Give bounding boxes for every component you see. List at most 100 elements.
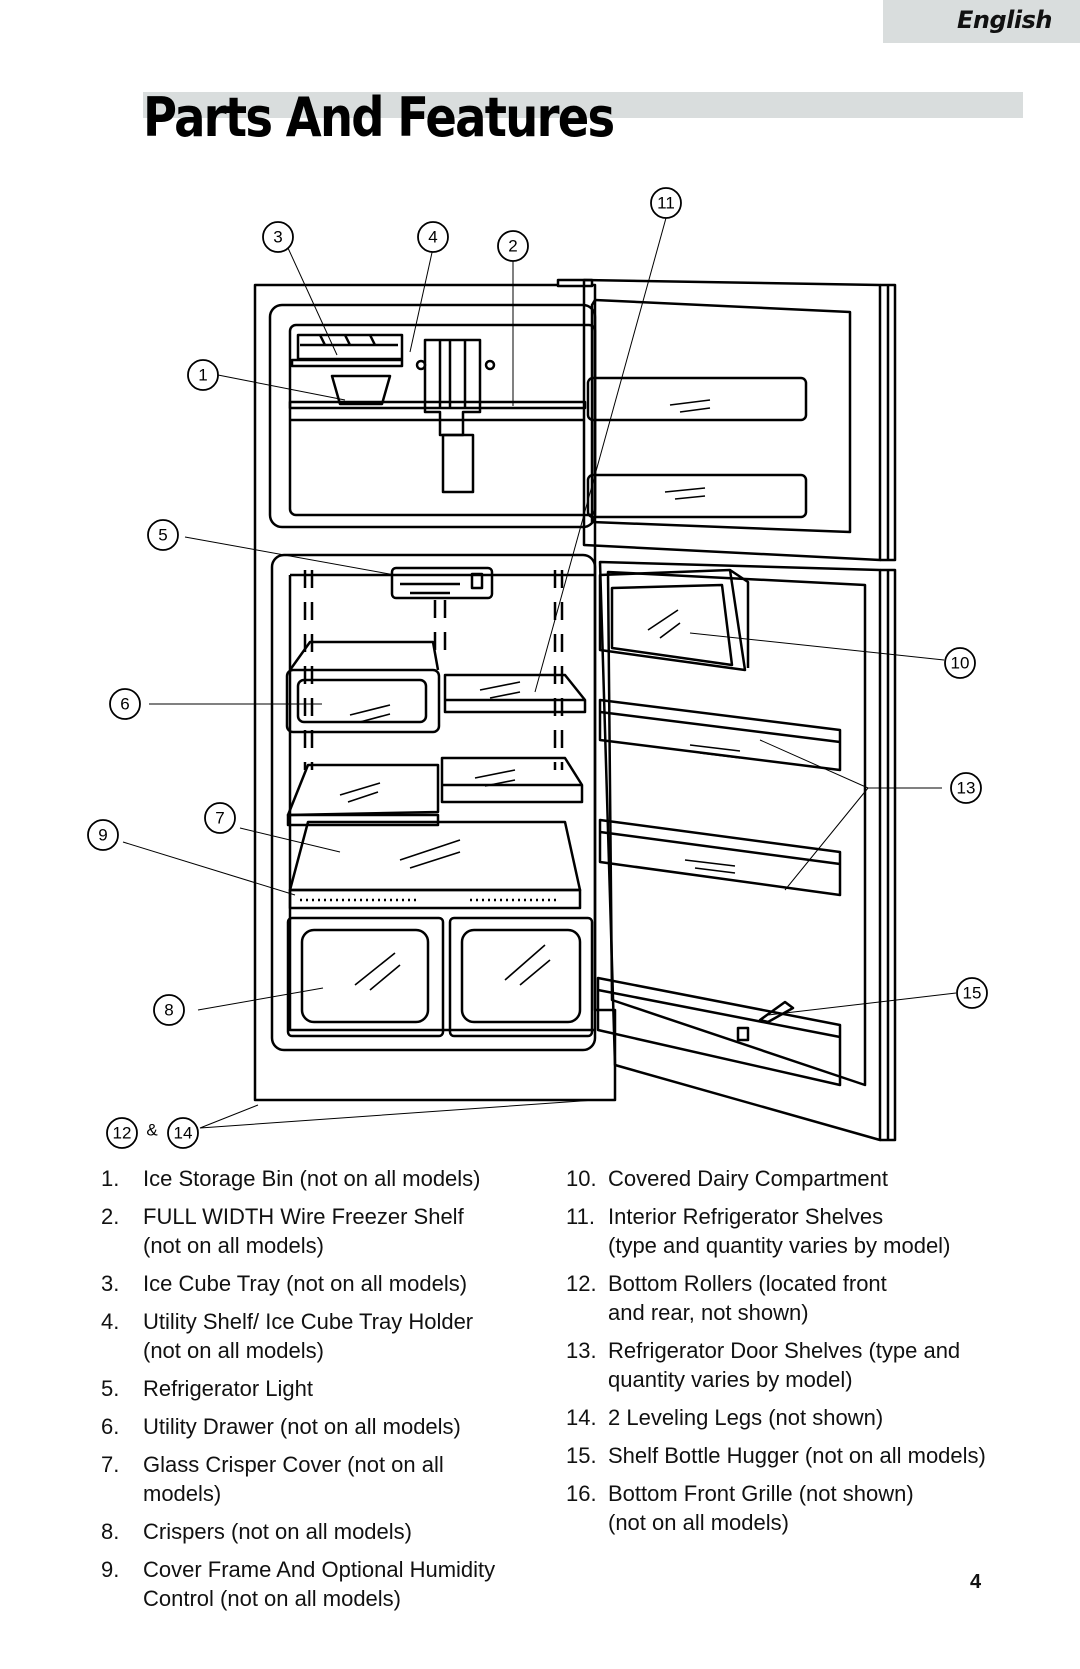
part-item: 16. Bottom Front Grille (not shown) (not o… (566, 1479, 1026, 1537)
part-number: 13. (566, 1338, 597, 1363)
utility-shelf (290, 358, 404, 368)
door-shelf-upper (598, 698, 842, 772)
part-description: FULL WIDTH Wire Freezer Shelf (143, 1204, 464, 1229)
callout-14: 14 (174, 1124, 193, 1143)
glass-shelf-upper (443, 673, 587, 714)
language-label: English (957, 6, 1052, 34)
part-number: 4. (101, 1309, 120, 1334)
part-item: 5. Refrigerator Light (101, 1374, 541, 1403)
part-item: 7. Glass Crisper Cover (not on all models) (101, 1450, 541, 1508)
part-number: 8. (101, 1519, 120, 1544)
part-description: Crispers (not on all models) (143, 1519, 412, 1544)
part-description: Ice Storage Bin (not on all models) (143, 1166, 481, 1191)
part-number: 11. (566, 1204, 595, 1229)
parts-list-right: 10. Covered Dairy Compartment 11. Interior … (566, 1164, 1026, 1546)
part-number: 5. (101, 1376, 120, 1401)
part-description: (not on all models) (143, 1233, 324, 1258)
part-item: 2. FULL WIDTH Wire Freezer Shelf (not on a… (101, 1202, 541, 1260)
part-number: 2. (101, 1204, 120, 1229)
utility-drawer (288, 640, 440, 671)
callout-12: 12 (113, 1124, 132, 1143)
part-description: (type and quantity varies by model) (608, 1233, 951, 1258)
part-description: Covered Dairy Compartment (608, 1166, 888, 1191)
part-description: quantity varies by model) (608, 1367, 853, 1392)
callout-2: 2 (508, 237, 517, 256)
ice-cube-tray (296, 333, 404, 361)
part-item: 10. Covered Dairy Compartment (566, 1164, 1026, 1193)
part-item: 3. Ice Cube Tray (not on all models) (101, 1269, 541, 1298)
part-description: 2 Leveling Legs (not shown) (608, 1405, 884, 1430)
callout-10: 10 (951, 654, 970, 673)
part-description: Shelf Bottle Hugger (not on all models) (608, 1443, 986, 1468)
callout-ampersand: & (146, 1121, 158, 1140)
callout-13: 13 (957, 779, 976, 798)
part-description: models) (143, 1481, 222, 1506)
part-description: Refrigerator Light (143, 1376, 313, 1401)
page-number: 4 (970, 1571, 982, 1593)
callout-5: 5 (158, 526, 167, 545)
callout-4: 4 (428, 228, 437, 247)
callout-8: 8 (164, 1001, 173, 1020)
part-description: Bottom Front Grille (not shown) (608, 1481, 914, 1506)
glass-shelf-middle (440, 756, 584, 804)
part-item: 13. Refrigerator Door Shelves (type and qu… (566, 1336, 1026, 1394)
part-number: 3. (101, 1271, 120, 1296)
callout-1: 1 (198, 366, 207, 385)
title-underlay-bar (143, 92, 1023, 118)
part-number: 7. (101, 1452, 120, 1477)
parts-list-left: 1. Ice Storage Bin (not on all models) 2. F… (101, 1164, 541, 1622)
bottle-hugger (736, 1000, 795, 1042)
callout-6: 6 (120, 695, 129, 714)
part-item: 1. Ice Storage Bin (not on all models) (101, 1164, 541, 1193)
ice-storage-bin (330, 374, 392, 406)
part-number: 1. (101, 1166, 120, 1191)
refrigerator-light (390, 566, 494, 600)
cabinet-hinge (556, 278, 594, 288)
freezer-wire-shelf (288, 400, 587, 410)
callout-3: 3 (273, 228, 282, 247)
part-description: Glass Crisper Cover (not on all (143, 1452, 444, 1477)
part-description: Interior Refrigerator Shelves (608, 1204, 884, 1229)
part-item: 14. 2 Leveling Legs (not shown) (566, 1403, 1026, 1432)
part-description: Utility Shelf/ Ice Cube Tray Holder (143, 1309, 474, 1334)
part-number: 16. (566, 1481, 597, 1506)
page-title: Parts And Features (143, 86, 615, 149)
part-item: 15. Shelf Bottle Hugger (not on all model… (566, 1441, 1026, 1470)
freezer-compartment (268, 303, 597, 529)
dairy-compartment (598, 568, 747, 672)
part-description: Control (not on all models) (143, 1586, 402, 1611)
door-bin-bottom (596, 976, 842, 1087)
fresh-food-compartment (270, 553, 597, 1052)
part-description: Bottom Rollers (located front (608, 1271, 887, 1296)
part-number: 15. (566, 1443, 597, 1468)
part-description: (not on all models) (143, 1338, 324, 1363)
language-tab: English (883, 0, 1080, 43)
door-shelf-lower (598, 818, 842, 897)
glass-shelf-left (286, 763, 440, 817)
part-description: Utility Drawer (not on all models) (143, 1414, 461, 1439)
part-number: 9. (101, 1557, 120, 1582)
part-item: 8. Crispers (not on all models) (101, 1517, 541, 1546)
humidity-control-frame (288, 888, 582, 910)
callout-7: 7 (215, 809, 224, 828)
crisper-right (448, 916, 594, 1038)
part-description: Cover Frame And Optional Humidity (143, 1557, 496, 1582)
callout-15: 15 (963, 984, 982, 1003)
part-number: 6. (101, 1414, 120, 1439)
callout-11: 11 (657, 194, 675, 213)
part-item: 11. Interior Refrigerator Shelves (type an… (566, 1202, 1026, 1260)
part-description: Refrigerator Door Shelves (type and (608, 1338, 961, 1363)
part-description: (not on all models) (608, 1510, 789, 1535)
part-description: and rear, not shown) (608, 1300, 809, 1325)
crisper-left (286, 916, 445, 1038)
glass-crisper-cover (288, 820, 582, 892)
part-description: Ice Cube Tray (not on all models) (143, 1271, 468, 1296)
cabinet-outline (253, 283, 617, 1102)
part-item: 4. Utility Shelf/ Ice Cube Tray Holder (no… (101, 1307, 541, 1365)
part-number: 14. (566, 1405, 597, 1430)
part-number: 10. (566, 1166, 597, 1191)
callout-9: 9 (98, 826, 107, 845)
